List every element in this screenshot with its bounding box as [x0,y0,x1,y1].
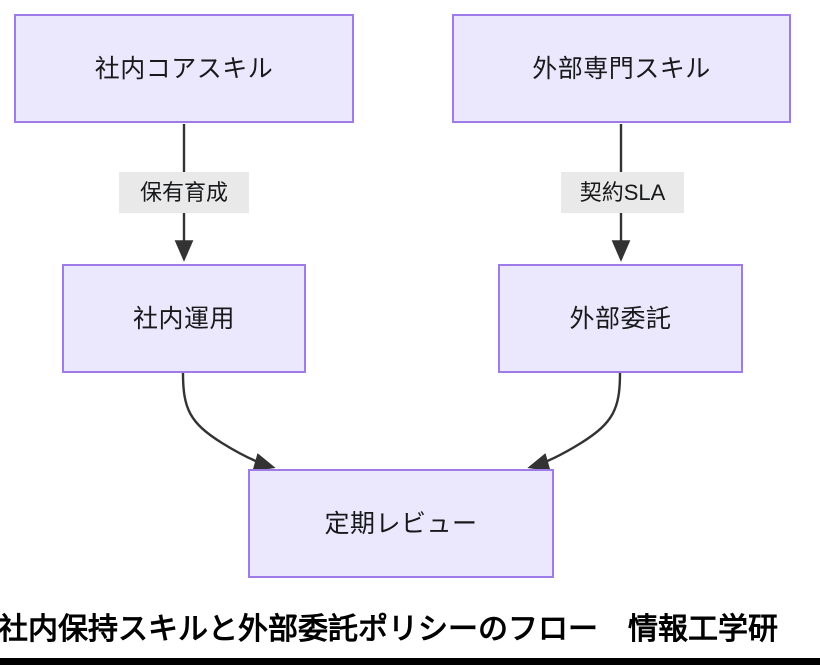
caption-area: 社内保持スキルと外部委託ポリシーのフロー 情報工学研 [0,600,820,668]
node-external-outsourcing[interactable]: 外部委託 [498,264,743,373]
edge-external-outsourcing-to-periodic-review [527,372,622,472]
node-internal-ops-label: 社内運用 [132,304,235,333]
node-periodic-review[interactable]: 定期レビュー [248,469,554,578]
node-core-skill-label: 社内コアスキル [94,54,274,83]
node-core-skill[interactable]: 社内コアスキル [14,14,354,123]
node-periodic-review-label: 定期レビュー [324,509,478,538]
node-external-outsourcing-label: 外部委託 [569,304,672,333]
node-external-skill-label: 外部専門スキル [532,54,711,83]
edge-label-keiyaku-sla: 契約SLA [561,172,684,213]
node-internal-ops[interactable]: 社内運用 [62,264,306,373]
caption-text: 社内保持スキルと外部委託ポリシーのフロー 情報工学研 [0,612,778,647]
caption-rule [0,658,820,665]
edge-label-hoyu-ikusei: 保有育成 [119,172,249,213]
flowchart-canvas: 社内コアスキル 外部専門スキル 社内運用 外部委託 定期レビュー 保有育成 契約… [14,14,791,578]
edge-internal-ops-to-periodic-review [181,372,276,472]
node-external-skill[interactable]: 外部専門スキル [452,14,791,123]
